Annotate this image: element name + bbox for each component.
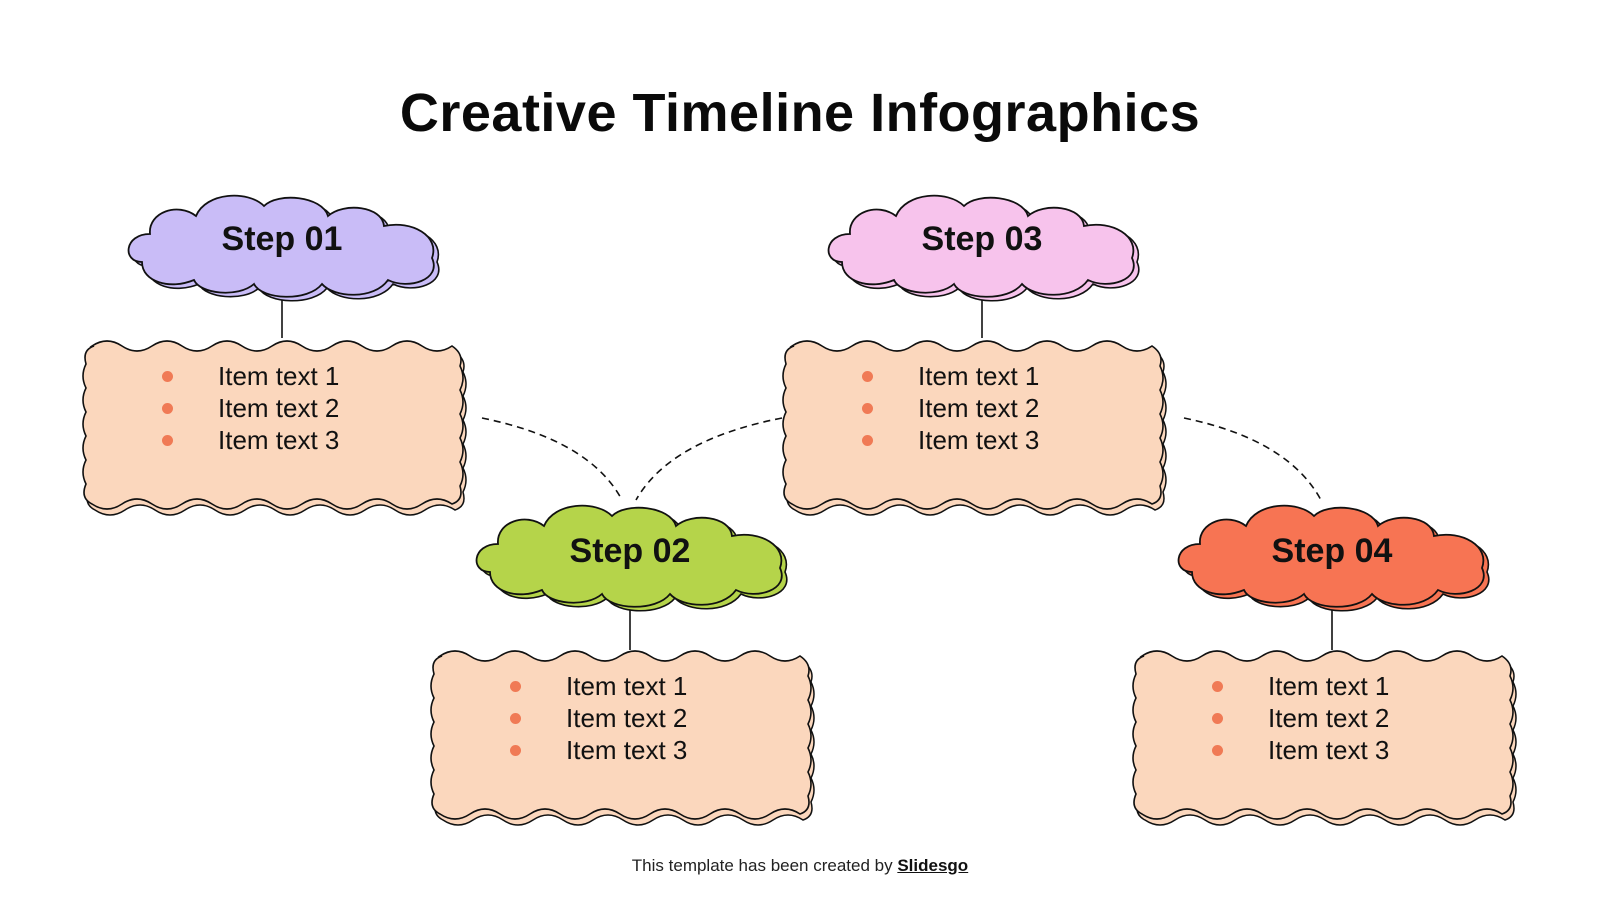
list-item: Item text 2 bbox=[162, 392, 339, 424]
list-item: Item text 3 bbox=[162, 424, 339, 456]
list-item: Item text 3 bbox=[510, 734, 687, 766]
step-02-label: Step 02 bbox=[569, 532, 691, 570]
list-item: Item text 2 bbox=[1212, 702, 1389, 734]
step-01-items: Item text 1 Item text 2 Item text 3 bbox=[162, 360, 339, 456]
step-03-cloud: Step 03 bbox=[822, 190, 1142, 302]
step-04-box: Item text 1 Item text 2 Item text 3 bbox=[1132, 642, 1532, 826]
bullet-icon bbox=[162, 403, 173, 414]
slide-title: Creative Timeline Infographics bbox=[399, 83, 1201, 143]
bullet-icon bbox=[862, 371, 873, 382]
list-item: Item text 2 bbox=[862, 392, 1039, 424]
list-item: Item text 1 bbox=[862, 360, 1039, 392]
footer-credit: This template has been created by Slides… bbox=[0, 856, 1600, 876]
step-04-items: Item text 1 Item text 2 Item text 3 bbox=[1212, 670, 1389, 766]
bullet-icon bbox=[510, 713, 521, 724]
list-item: Item text 1 bbox=[510, 670, 687, 702]
step-02-items: Item text 1 Item text 2 Item text 3 bbox=[510, 670, 687, 766]
bullet-icon bbox=[862, 403, 873, 414]
footer-text: This template has been created by bbox=[631, 856, 898, 875]
step-01-box: Item text 1 Item text 2 Item text 3 bbox=[82, 332, 482, 516]
cloud-shape-icon bbox=[1177, 504, 1490, 612]
cloud-shape-icon bbox=[475, 504, 788, 612]
slidesgo-link[interactable]: Slidesgo bbox=[897, 856, 969, 875]
bullet-icon bbox=[1212, 745, 1223, 756]
step-03-items: Item text 1 Item text 2 Item text 3 bbox=[862, 360, 1039, 456]
step-04-cloud: Step 04 bbox=[1172, 500, 1492, 612]
step-03-box: Item text 1 Item text 2 Item text 3 bbox=[782, 332, 1182, 516]
cloud-shape-icon bbox=[827, 194, 1140, 302]
bullet-icon bbox=[162, 371, 173, 382]
bullet-icon bbox=[162, 435, 173, 446]
bullet-icon bbox=[1212, 713, 1223, 724]
bullet-icon bbox=[510, 745, 521, 756]
list-item: Item text 3 bbox=[1212, 734, 1389, 766]
bullet-icon bbox=[862, 435, 873, 446]
step-04-label: Step 04 bbox=[1271, 532, 1393, 570]
bullet-icon bbox=[510, 681, 521, 692]
step-01-label: Step 01 bbox=[221, 220, 343, 258]
cloud-shape-icon bbox=[127, 194, 440, 302]
list-item: Item text 3 bbox=[862, 424, 1039, 456]
step-02-cloud: Step 02 bbox=[470, 500, 790, 612]
step-03-label: Step 03 bbox=[921, 220, 1043, 258]
step-02-box: Item text 1 Item text 2 Item text 3 bbox=[430, 642, 830, 826]
list-item: Item text 2 bbox=[510, 702, 687, 734]
list-item: Item text 1 bbox=[1212, 670, 1389, 702]
bullet-icon bbox=[1212, 681, 1223, 692]
list-item: Item text 1 bbox=[162, 360, 339, 392]
step-01-cloud: Step 01 bbox=[122, 190, 442, 302]
